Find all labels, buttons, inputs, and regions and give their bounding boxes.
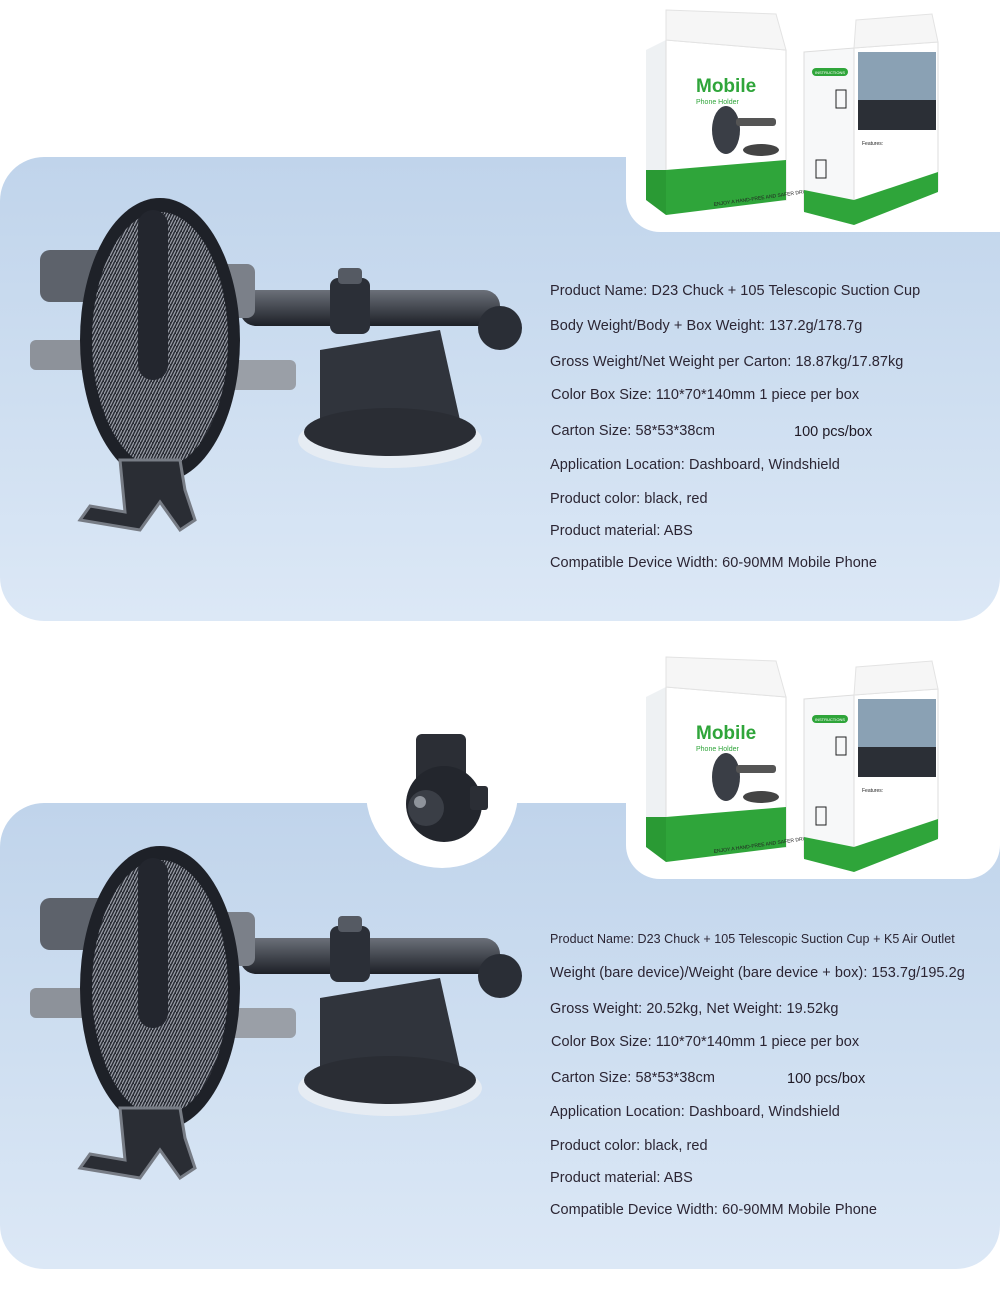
- spec-product-name: Product Name: D23 Chuck + 105 Telescopic…: [550, 283, 921, 299]
- air-vent-clip-icon: [406, 734, 488, 842]
- packaging-instructions: INSTRUCTIONS: [815, 717, 845, 722]
- packaging-boxes-image: Mobile Phone Holder ENJOY A HAND-FREE AN…: [646, 9, 939, 225]
- spec-device-width: Compatible Device Width: 60-90MM Mobile …: [550, 555, 878, 571]
- spec-weight: Body Weight/Body + Box Weight: 137.2g/17…: [550, 318, 863, 334]
- spec-application: Application Location: Dashboard, Windshi…: [550, 1104, 840, 1120]
- spec-product-name: Product Name: D23 Chuck + 105 Telescopic…: [550, 932, 955, 946]
- spec-device-width: Compatible Device Width: 60-90MM Mobile …: [550, 1202, 878, 1218]
- spec-carton-size: Carton Size: 58*53*38cm: [551, 1070, 715, 1086]
- packaging-brand: Mobile: [696, 76, 756, 97]
- packaging-features: Features:: [862, 141, 883, 147]
- packaging-brand: Mobile: [696, 723, 756, 744]
- spec-carton-qty: 100 pcs/box: [794, 424, 873, 440]
- spec-carton-weight: Gross Weight/Net Weight per Carton: 18.8…: [550, 354, 904, 370]
- packaging-features: Features:: [862, 788, 883, 794]
- packaging-subbrand: Phone Holder: [696, 746, 739, 753]
- spec-color: Product color: black, red: [550, 491, 708, 507]
- packaging-boxes-image: Mobile Phone Holder ENJOY A HAND-FREE AN…: [646, 656, 939, 872]
- spec-color: Product color: black, red: [550, 1138, 708, 1154]
- phone-holder-image: [30, 846, 522, 1181]
- air-vent-clip-photo: [366, 716, 518, 868]
- spec-material: Product material: ABS: [550, 523, 693, 539]
- spec-weight: Weight (bare device)/Weight (bare device…: [550, 965, 965, 981]
- phone-holder-photo-2: [20, 838, 540, 1198]
- phone-holder-photo-1: [20, 190, 540, 550]
- packaging-card-2: Mobile Phone Holder ENJOY A HAND-FREE AN…: [626, 647, 1000, 879]
- spec-color-box-size: Color Box Size: 110*70*140mm 1 piece per…: [551, 387, 860, 403]
- spec-material: Product material: ABS: [550, 1170, 693, 1186]
- spec-carton-size: Carton Size: 58*53*38cm: [551, 423, 715, 439]
- spec-application: Application Location: Dashboard, Windshi…: [550, 457, 840, 473]
- packaging-card-1: Mobile Phone Holder ENJOY A HAND-FREE AN…: [626, 0, 1000, 232]
- spec-carton-qty: 100 pcs/box: [787, 1071, 866, 1087]
- spec-color-box-size: Color Box Size: 110*70*140mm 1 piece per…: [551, 1034, 860, 1050]
- phone-holder-image: [30, 198, 522, 533]
- spec-carton-weight: Gross Weight: 20.52kg, Net Weight: 19.52…: [550, 1001, 839, 1017]
- packaging-subbrand: Phone Holder: [696, 99, 739, 106]
- packaging-instructions: INSTRUCTIONS: [815, 70, 845, 75]
